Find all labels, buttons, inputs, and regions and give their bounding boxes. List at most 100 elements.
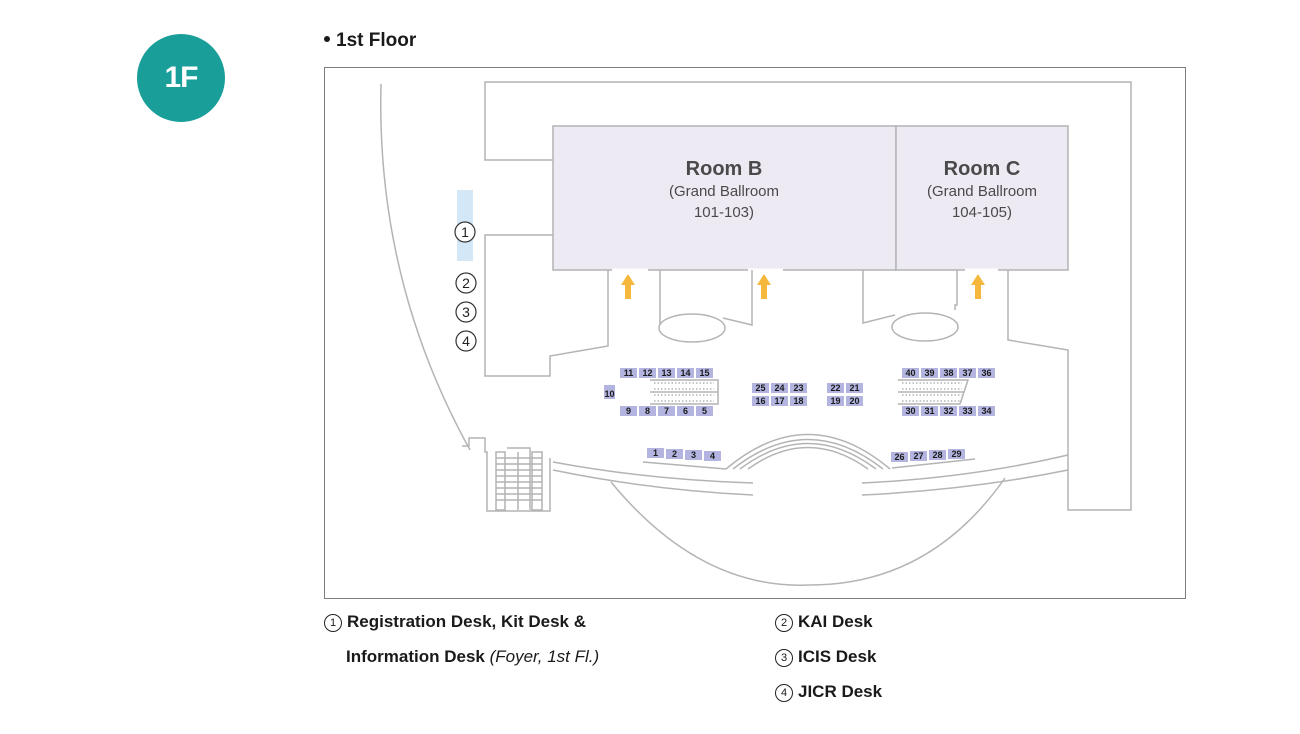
front-rail-left	[642, 461, 727, 470]
booth-18[interactable]: 18	[790, 396, 807, 406]
booth-37[interactable]: 37	[959, 368, 976, 378]
legend-item-2: 2 KAI Desk	[775, 612, 873, 632]
booth-12[interactable]: 12	[639, 368, 656, 378]
booth-29[interactable]: 29	[948, 449, 965, 459]
booth-30[interactable]: 30	[902, 406, 919, 416]
walkway-lower	[552, 469, 1069, 496]
booth-13[interactable]: 13	[658, 368, 675, 378]
marker-4[interactable]: 4	[455, 330, 477, 352]
right-well-ellipse	[891, 312, 959, 342]
svg-text:10: 10	[604, 389, 614, 399]
arch-4	[747, 446, 869, 470]
room-c-subtitle-2: 104-105)	[952, 204, 1012, 221]
booth-38[interactable]: 38	[940, 368, 957, 378]
room-b-subtitle-2: 101-103)	[694, 204, 754, 221]
booth-19[interactable]: 19	[827, 396, 844, 406]
svg-text:6: 6	[683, 406, 688, 416]
legend-text: Registration Desk, Kit Desk &	[347, 612, 587, 631]
legend-item-1-cont: Information Desk (Foyer, 1st Fl.)	[346, 647, 599, 667]
legend-item-1: 1 Registration Desk, Kit Desk &	[324, 612, 586, 632]
booth-34[interactable]: 34	[978, 406, 995, 416]
booth-15[interactable]: 15	[696, 368, 713, 378]
arch-2	[732, 438, 884, 470]
booth-33[interactable]: 33	[959, 406, 976, 416]
booth-5[interactable]: 5	[696, 406, 713, 416]
legend-text: ICIS Desk	[798, 647, 877, 666]
marker-2[interactable]: 2	[455, 272, 477, 294]
svg-text:38: 38	[943, 368, 953, 378]
svg-text:32: 32	[943, 406, 953, 416]
svg-text:2: 2	[672, 449, 677, 459]
room-b-title: Room B	[686, 158, 763, 180]
bullet-icon	[324, 35, 330, 42]
booth-10[interactable]: 10	[604, 385, 615, 399]
arch-3	[739, 442, 877, 470]
booth-26[interactable]: 26	[891, 452, 908, 462]
booth-4[interactable]: 4	[704, 451, 721, 461]
legend-text: KAI Desk	[798, 612, 873, 631]
right-well-wall	[862, 270, 958, 324]
room-c-subtitle: (Grand Ballroom	[927, 183, 1037, 200]
marker-3[interactable]: 3	[455, 301, 477, 323]
booth-8[interactable]: 8	[639, 406, 656, 416]
walkway-upper	[552, 454, 1069, 484]
entrance-arrow-icon	[757, 274, 771, 299]
booth-2[interactable]: 2	[666, 449, 683, 459]
section-title-text: 1st Floor	[336, 30, 417, 51]
booth-21[interactable]: 21	[846, 383, 863, 393]
booth-3[interactable]: 3	[685, 450, 702, 460]
booth-6[interactable]: 6	[677, 406, 694, 416]
facade-curve	[379, 83, 471, 451]
booth-17[interactable]: 17	[771, 396, 788, 406]
marker-1[interactable]: 1	[454, 221, 476, 243]
map-frame	[324, 67, 1186, 599]
svg-text:4: 4	[710, 451, 715, 461]
booth-31[interactable]: 31	[921, 406, 938, 416]
legend-number: 1	[324, 614, 342, 632]
booth-16[interactable]: 16	[752, 396, 769, 406]
booth-23[interactable]: 23	[790, 383, 807, 393]
legend-text: Information Desk	[346, 647, 485, 666]
booth-11[interactable]: 11	[620, 368, 637, 378]
room-c[interactable]	[895, 125, 1069, 271]
floor-badge-label: 1F	[164, 61, 198, 94]
booth-20[interactable]: 20	[846, 396, 863, 406]
legend-number: 2	[775, 614, 793, 632]
svg-text:1: 1	[461, 224, 469, 240]
svg-text:7: 7	[664, 406, 669, 416]
booth-24[interactable]: 24	[771, 383, 788, 393]
booth-28[interactable]: 28	[929, 450, 946, 460]
legend-number: 3	[775, 649, 793, 667]
svg-text:12: 12	[642, 368, 652, 378]
booth-7[interactable]: 7	[658, 406, 675, 416]
svg-text:18: 18	[793, 396, 803, 406]
booth-22[interactable]: 22	[827, 383, 844, 393]
svg-text:39: 39	[924, 368, 934, 378]
stairwell	[462, 437, 551, 512]
svg-text:8: 8	[645, 406, 650, 416]
svg-text:25: 25	[755, 383, 765, 393]
booth-32[interactable]: 32	[940, 406, 957, 416]
booth-39[interactable]: 39	[921, 368, 938, 378]
room-b-subtitle: (Grand Ballroom	[669, 183, 779, 200]
svg-text:21: 21	[849, 383, 859, 393]
booth-36[interactable]: 36	[978, 368, 995, 378]
booth-27[interactable]: 27	[910, 451, 927, 461]
entrance-arrow-icon	[621, 274, 635, 299]
floor-badge: 1F	[137, 34, 225, 122]
svg-text:20: 20	[849, 396, 859, 406]
svg-text:31: 31	[924, 406, 934, 416]
booth-25[interactable]: 25	[752, 383, 769, 393]
booth-9[interactable]: 9	[620, 406, 637, 416]
booth-1[interactable]: 1	[647, 448, 664, 458]
booth-40[interactable]: 40	[902, 368, 919, 378]
svg-text:22: 22	[830, 383, 840, 393]
svg-text:4: 4	[462, 333, 470, 349]
booth-14[interactable]: 14	[677, 368, 694, 378]
svg-text:28: 28	[932, 450, 942, 460]
arch-1	[725, 433, 891, 470]
room-b[interactable]	[552, 125, 897, 271]
svg-text:24: 24	[774, 383, 784, 393]
